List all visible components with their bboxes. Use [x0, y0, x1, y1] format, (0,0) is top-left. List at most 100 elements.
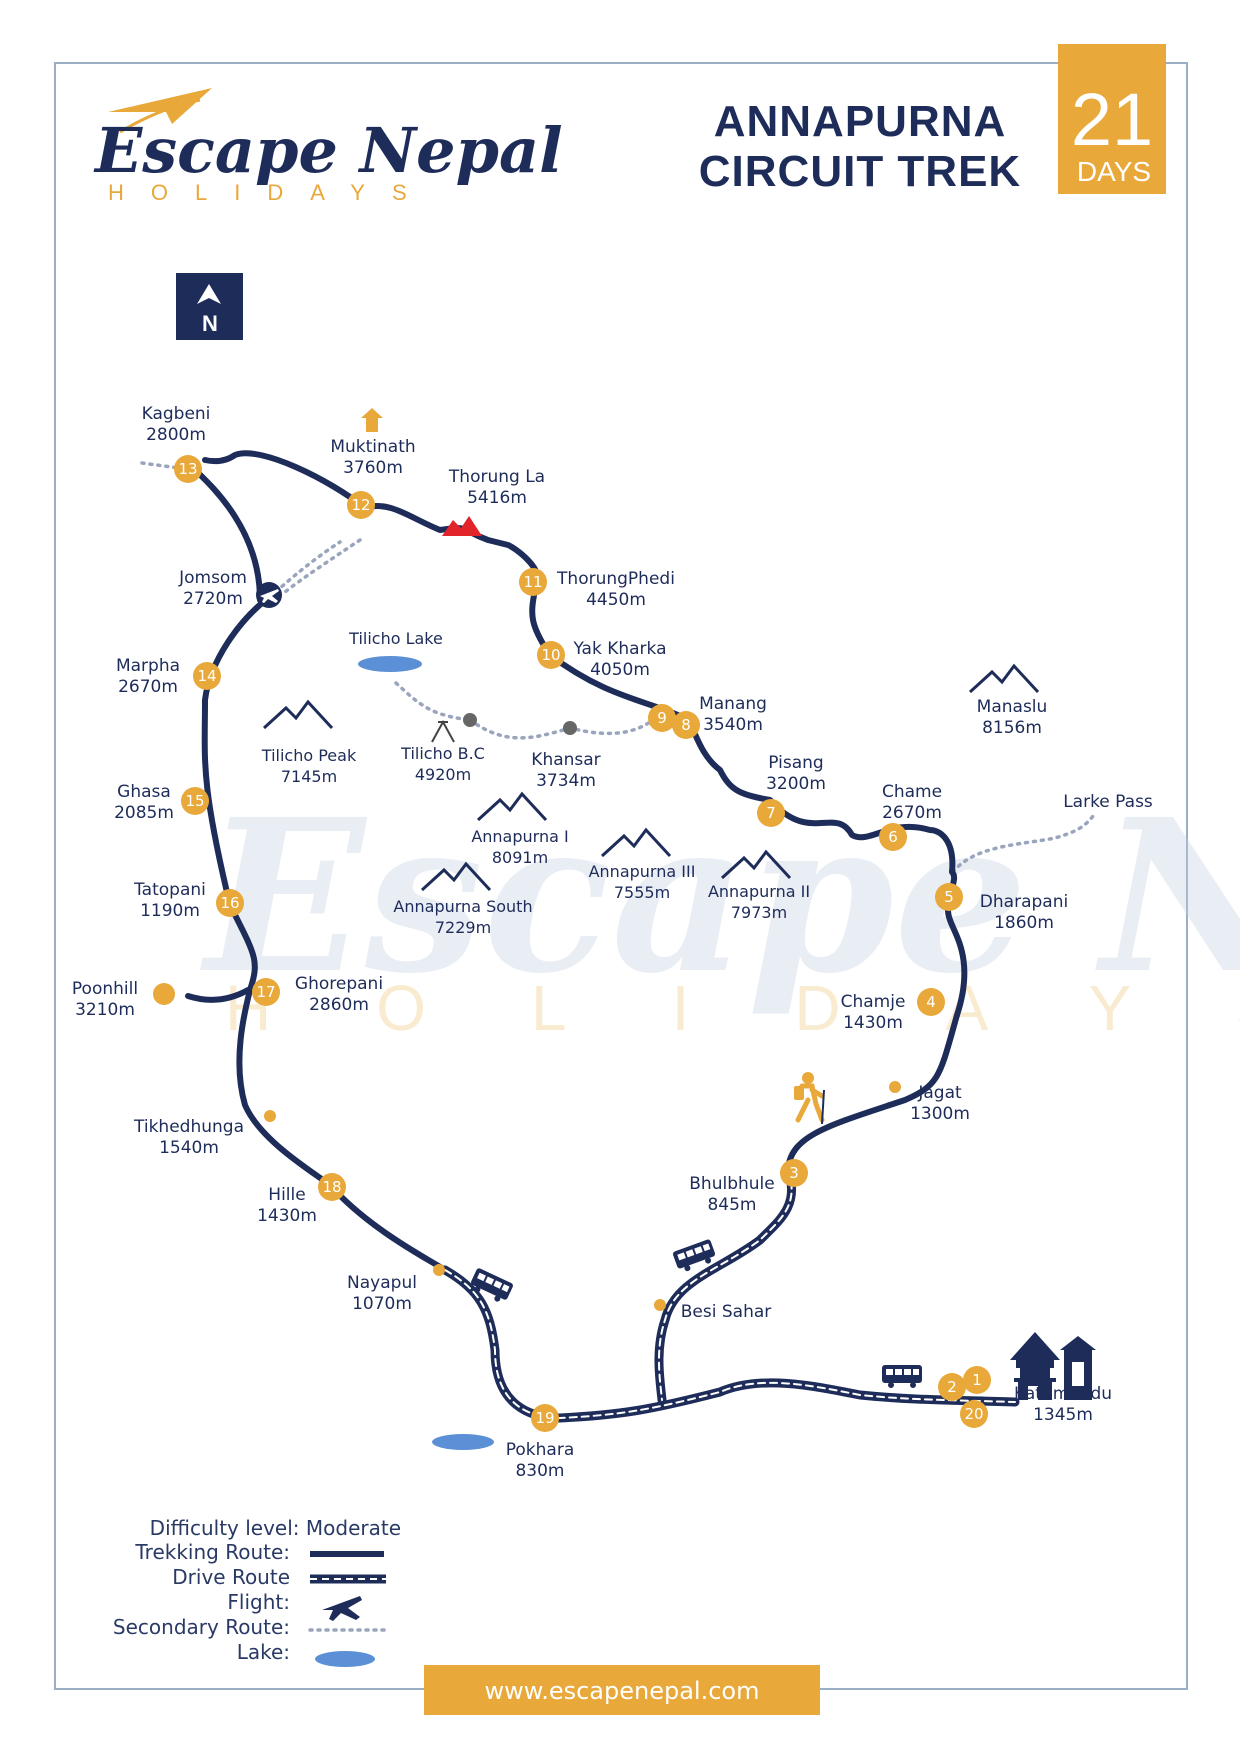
legend-drive: Drive Route: [172, 1565, 290, 1589]
airplane-icon: [256, 582, 282, 608]
compass-arrow-icon: [197, 284, 221, 304]
svg-text:3: 3: [789, 1164, 799, 1182]
stop-badge-11: 11: [519, 568, 547, 596]
jomsom-name: Jomsom: [178, 568, 247, 588]
svg-text:18: 18: [322, 1178, 341, 1196]
watermark-tagline: HOLIDAYS: [225, 972, 1240, 1044]
pisang-alt: 3200m: [766, 774, 826, 794]
pokhara-lake-icon: [432, 1434, 494, 1450]
stop-badge-12: 12: [347, 491, 375, 519]
nayapul-point: [433, 1264, 445, 1276]
chame-name: Chame: [882, 782, 942, 802]
svg-text:1: 1: [972, 1371, 982, 1389]
chamje-alt: 1430m: [843, 1013, 903, 1033]
logo-tagline: HOLIDAYS: [108, 180, 434, 205]
tilicho-lake-name: Tilicho Lake: [348, 629, 443, 648]
svg-text:15: 15: [185, 792, 204, 810]
svg-text:7: 7: [766, 804, 776, 822]
svg-text:5: 5: [944, 888, 954, 906]
svg-text:16: 16: [220, 894, 239, 912]
tikhedhunga-name: Tikhedhunga: [133, 1117, 244, 1137]
tilicho-peak-mountain-icon: [262, 700, 334, 730]
paper-plane-icon: [108, 88, 212, 124]
ghorepani-name: Ghorepani: [295, 974, 383, 994]
ghorepani-alt: 2860m: [309, 995, 369, 1015]
thorung-la-alt: 5416m: [467, 488, 527, 508]
stop-badge-6: 6: [879, 823, 907, 851]
khansar-alt: 3734m: [536, 771, 596, 791]
chame-alt: 2670m: [882, 803, 942, 823]
manang-name: Manang: [699, 694, 767, 714]
brand-logo: Escape Nepal HOLIDAYS: [93, 88, 563, 205]
yak-kharka-alt: 4050m: [590, 660, 650, 680]
yak-kharka-name: Yak Kharka: [572, 639, 666, 659]
stop-badge-17: 17: [252, 978, 280, 1006]
besi-sahar-name: Besi Sahar: [681, 1302, 772, 1322]
legend-airplane-icon: [322, 1596, 362, 1621]
tilicho-peak-alt: 7145m: [281, 767, 337, 786]
muktinath-alt: 3760m: [343, 458, 403, 478]
stop-badge-1: 1: [963, 1366, 991, 1394]
svg-text:13: 13: [178, 460, 197, 478]
marpha-name: Marpha: [116, 656, 180, 676]
ghasa-alt: 2085m: [114, 803, 174, 823]
route-poonhill: [185, 987, 251, 1003]
logo-text: Escape Nepal: [93, 114, 563, 187]
legend-lake-icon: [315, 1651, 375, 1667]
tilicho-peak-name: Tilicho Peak: [261, 746, 357, 765]
poonhill-alt: 3210m: [75, 1000, 135, 1020]
tikhedhunga-alt: 1540m: [159, 1138, 219, 1158]
bus-icon: [882, 1365, 922, 1388]
annapurna-2-name: Annapurna II: [708, 882, 810, 901]
stop-badge-10: 10: [537, 641, 565, 669]
stop-badge-7: 7: [757, 799, 785, 827]
route-jagat-bhulbhule: [785, 1012, 960, 1173]
annapurna-south-alt: 7229m: [435, 918, 491, 937]
tikhedhunga-point: [264, 1110, 276, 1122]
footer-banner: www.escapenepal.com: [424, 1665, 820, 1715]
temple-icon: [361, 408, 383, 432]
svg-text:17: 17: [256, 983, 275, 1001]
legend-difficulty: Difficulty level: Moderate: [150, 1516, 401, 1540]
annapurna-3-name: Annapurna III: [589, 862, 696, 881]
besi-sahar-point: [654, 1299, 666, 1311]
kagbeni-name: Kagbeni: [142, 404, 211, 424]
kathmandu-alt: 1345m: [1033, 1405, 1093, 1425]
muktinath-name: Muktinath: [330, 437, 415, 457]
jomsom-alt: 2720m: [183, 589, 243, 609]
thorungphedi-alt: 4450m: [586, 590, 646, 610]
title-line1: ANNAPURNA: [714, 97, 1007, 146]
legend-flight: Flight:: [227, 1590, 290, 1614]
pisang-name: Pisang: [768, 753, 823, 773]
stop-badge-3: 3: [780, 1159, 808, 1187]
stop-badge-19: 19: [531, 1404, 559, 1432]
stop-badges: 1 2 20 3 4 5 6 7 8 9 10 11 12 13 14 15 1…: [174, 455, 991, 1432]
bhulbhule-name: Bhulbhule: [689, 1174, 774, 1194]
hiker-icon: [794, 1072, 825, 1125]
svg-text:19: 19: [535, 1409, 554, 1427]
svg-text:9: 9: [657, 709, 667, 727]
stop-badge-13: 13: [174, 455, 202, 483]
secondary-route-jomsom-muktinath: [268, 540, 342, 599]
watermark: Escape Nepal HOLIDAYS: [200, 773, 1240, 1044]
secondary-route-larke: [951, 810, 1098, 874]
svg-text:8: 8: [681, 716, 691, 734]
summit-icon: [442, 516, 482, 536]
secondary-route-west: [140, 461, 188, 471]
hille-name: Hille: [268, 1185, 305, 1205]
website-link[interactable]: www.escapenepal.com: [485, 1677, 760, 1705]
stop-badge-2: 2: [938, 1373, 966, 1401]
secondary-route-tilicho: [394, 681, 472, 722]
svg-text:11: 11: [523, 573, 542, 591]
kagbeni-alt: 2800m: [146, 425, 206, 445]
tatopani-name: Tatopani: [133, 880, 206, 900]
stop-badge-18: 18: [318, 1173, 346, 1201]
jagat-point: [889, 1081, 901, 1093]
poonhill-name: Poonhill: [72, 979, 138, 999]
svg-text:2: 2: [947, 1378, 957, 1396]
larke-pass-name: Larke Pass: [1063, 792, 1153, 812]
annapurna-2-alt: 7973m: [731, 903, 787, 922]
kathmandu-name: Kathmandu: [1014, 1384, 1112, 1404]
svg-text:14: 14: [197, 667, 216, 685]
